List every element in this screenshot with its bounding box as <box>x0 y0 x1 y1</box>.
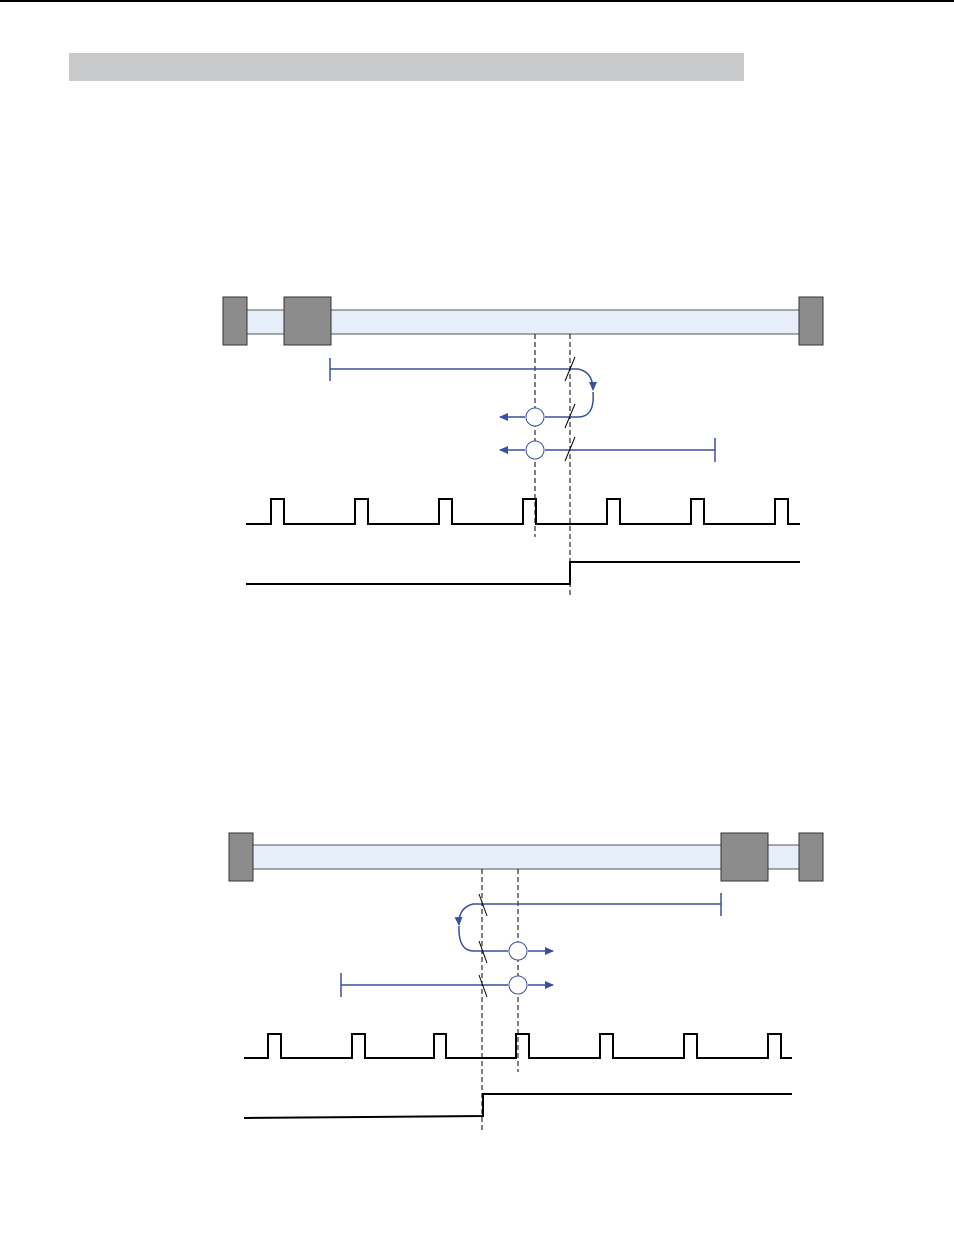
index-marker-1 <box>509 942 527 960</box>
end-stop-left <box>229 833 253 881</box>
linear-rail <box>253 845 800 869</box>
end-stop-left <box>223 297 247 345</box>
return-path <box>545 392 593 417</box>
header-band <box>69 53 744 81</box>
fast-search-path <box>459 904 721 925</box>
home-switch-signal <box>246 562 800 584</box>
end-stop-right <box>799 833 823 881</box>
homing-diagram-2 <box>0 825 954 1145</box>
end-stop-right <box>799 297 823 345</box>
index-marker-2 <box>526 441 544 459</box>
homing-diagram-1 <box>0 290 954 610</box>
encoder-index-pulses <box>246 499 800 524</box>
index-marker-2 <box>509 976 527 994</box>
switch-crossing-1 <box>479 894 487 916</box>
fast-search-path <box>330 369 593 390</box>
switch-crossing-2 <box>479 941 487 963</box>
index-marker-1 <box>526 408 544 426</box>
return-path <box>459 926 508 951</box>
top-rule <box>0 0 954 2</box>
home-switch-signal <box>244 1094 792 1118</box>
carriage-block <box>721 833 768 881</box>
switch-crossing-3 <box>479 975 487 997</box>
carriage-block <box>284 297 331 345</box>
